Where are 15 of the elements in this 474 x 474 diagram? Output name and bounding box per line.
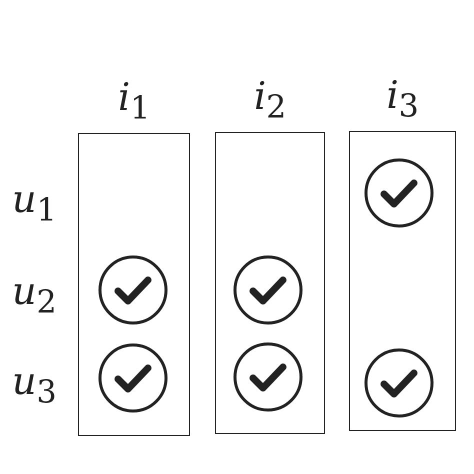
column-box	[349, 131, 456, 431]
check-icon	[364, 348, 434, 418]
row-label: u$_{2}$	[12, 272, 57, 320]
column-heading: i$_{3}$	[386, 76, 419, 124]
column-heading: i$_{1}$	[118, 78, 150, 126]
row-label: u$_{3}$	[12, 362, 57, 410]
check-icon	[98, 254, 168, 324]
check-icon	[232, 342, 302, 412]
column-heading: i$_{2}$	[254, 77, 286, 124]
column-box	[78, 133, 190, 436]
column-box	[215, 132, 325, 434]
check-icon	[232, 254, 302, 324]
check-icon	[364, 158, 434, 228]
check-icon	[98, 342, 168, 412]
row-label: u$_{1}$	[12, 180, 57, 228]
